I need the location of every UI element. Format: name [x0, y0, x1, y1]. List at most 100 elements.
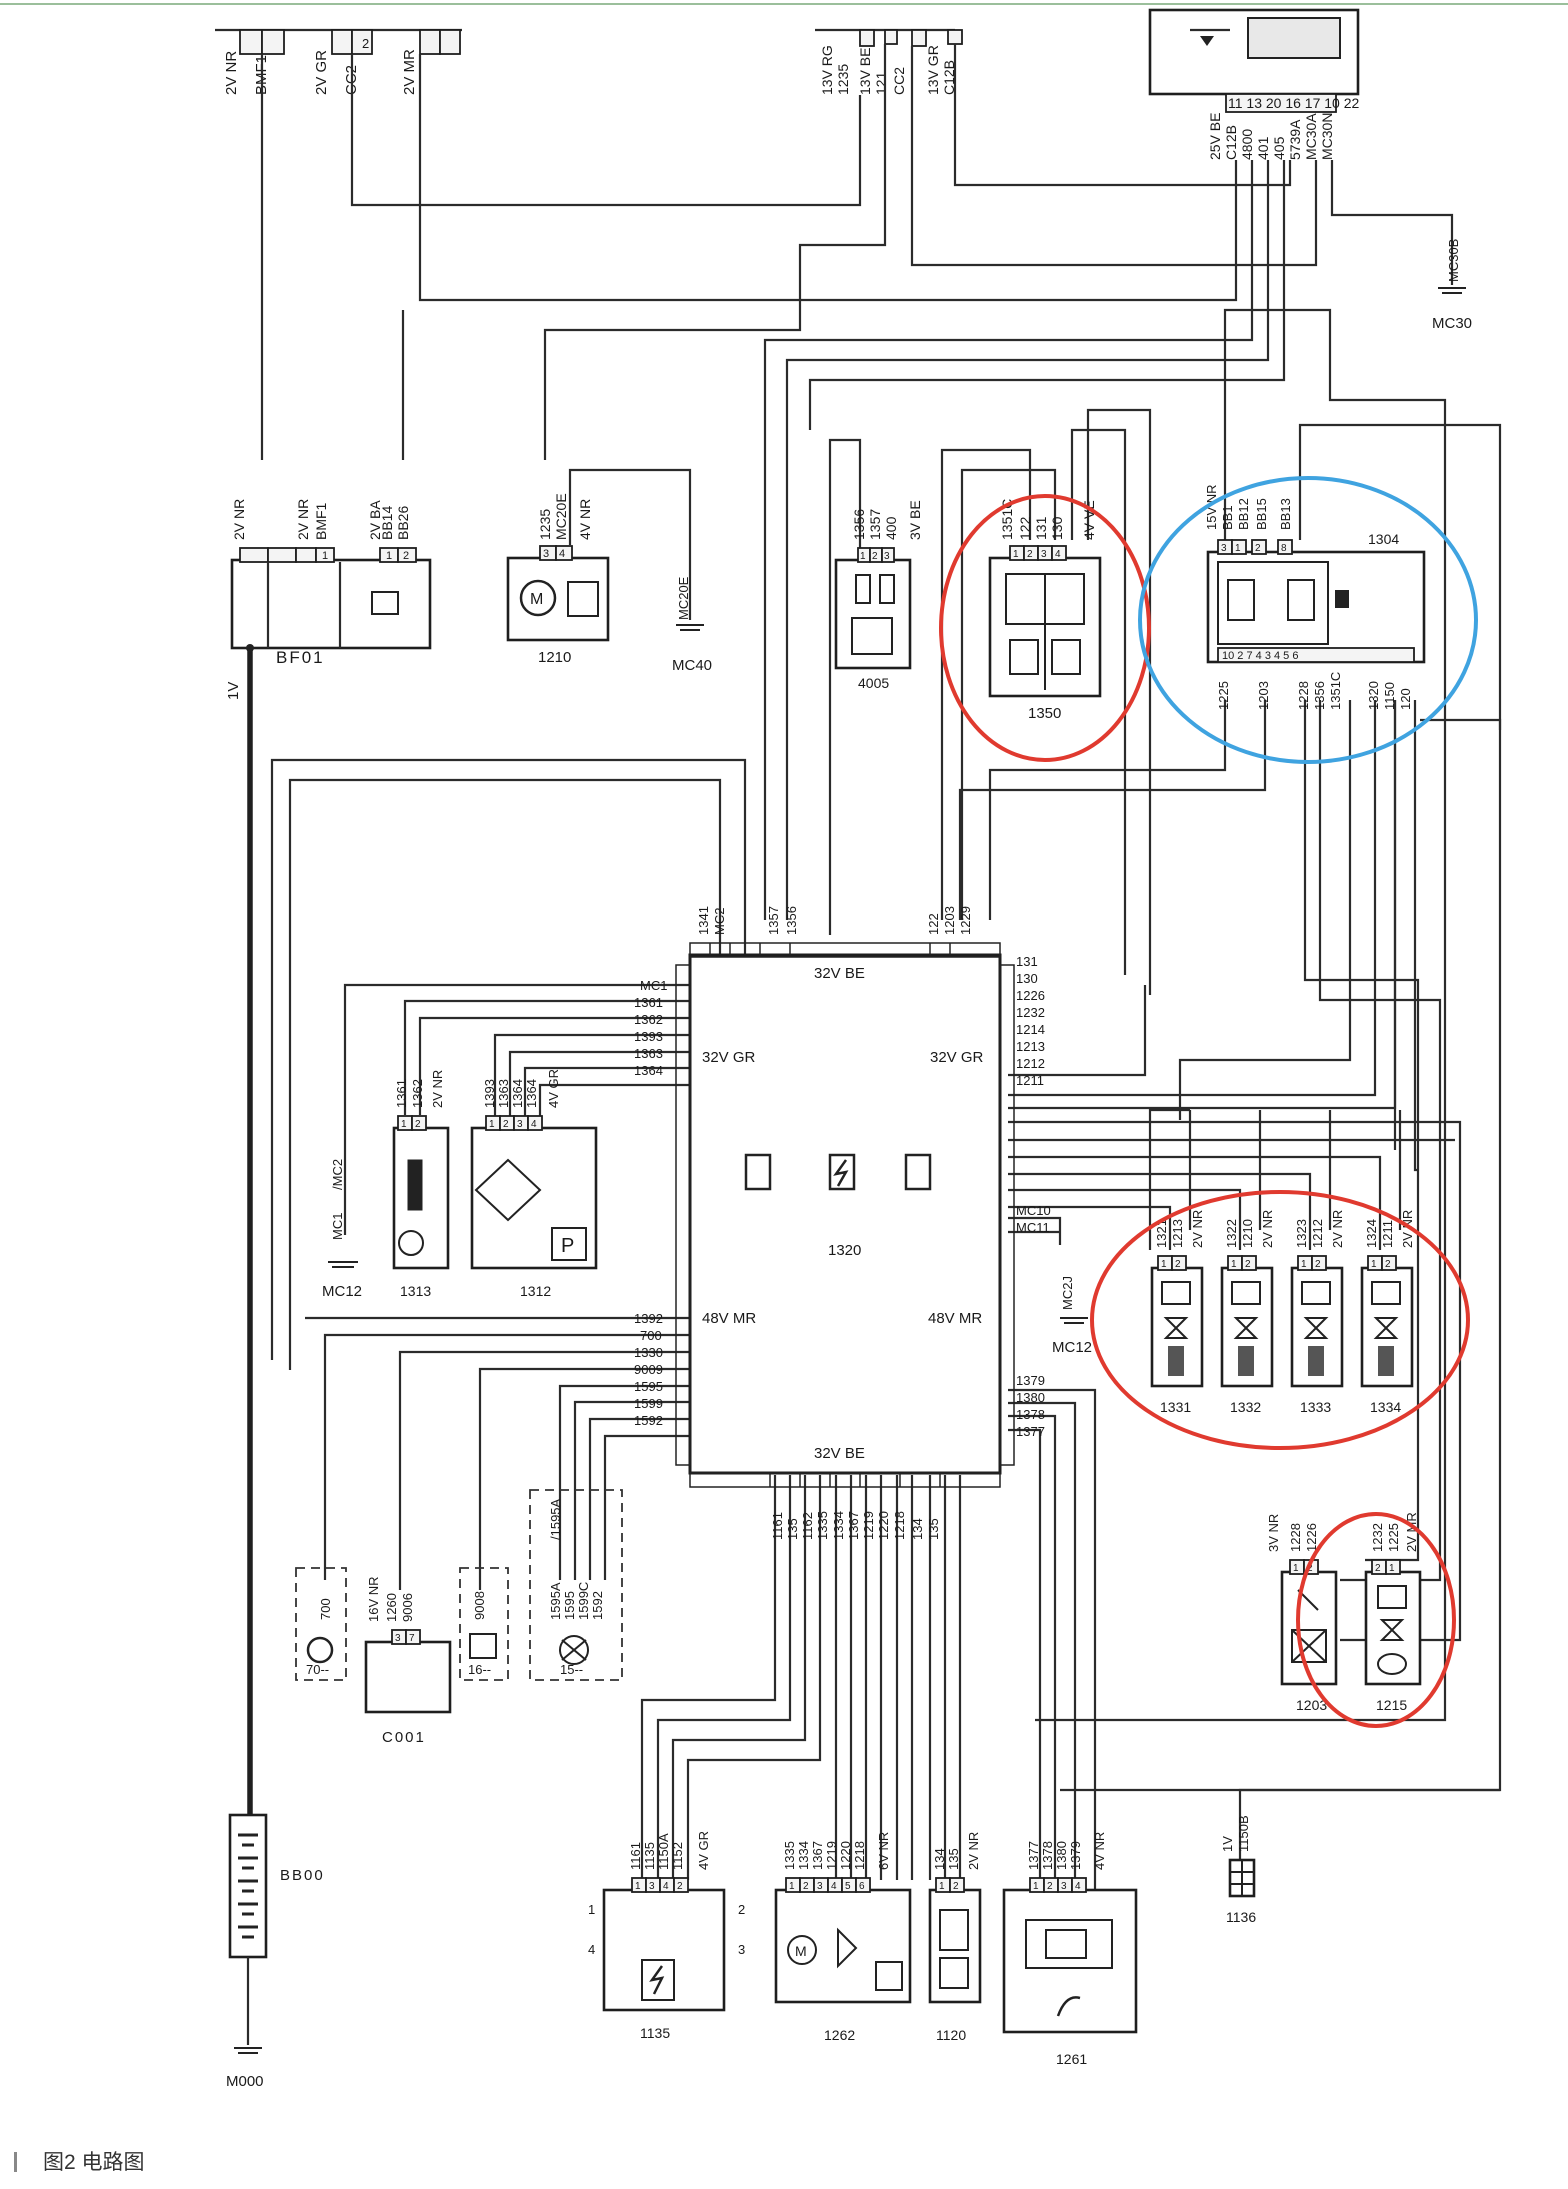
c15-wire-4: 1592 — [590, 1591, 605, 1620]
svg-text:3: 3 — [395, 1633, 401, 1644]
svg-text:MC30B: MC30B — [1446, 239, 1461, 282]
c15-id: 15-- — [560, 1662, 583, 1677]
svg-text:405: 405 — [1271, 136, 1287, 160]
c1331-wire-2: 1213 — [1170, 1219, 1185, 1248]
ecu-bottom-wire-2: 135 — [785, 1518, 800, 1540]
c1262-wire-1: 1335 — [782, 1841, 797, 1870]
top-conn-wire-7: C12B — [941, 60, 957, 95]
c1304-top-wire-4: BB13 — [1278, 498, 1293, 530]
svg-text:C12B: C12B — [1223, 125, 1239, 160]
c1312-header: 4V GR — [546, 1069, 561, 1108]
svg-text:2V NR: 2V NR — [295, 499, 311, 540]
c1313-id: 1313 — [400, 1283, 431, 1299]
c1135-side-pin-4: 4 — [588, 1942, 595, 1957]
c1120-id: 1120 — [936, 2027, 966, 2043]
ecu-top-label: 32V BE — [814, 965, 865, 982]
ecu-bottom-wire-9: 1218 — [892, 1511, 907, 1540]
component-15: 15-- 1595A /1595A 1595 1599C 1592 — [529, 1489, 623, 1681]
svg-text:1: 1 — [1033, 1881, 1039, 1892]
c1203-id: 1203 — [1296, 1697, 1327, 1713]
c16-id: 16-- — [468, 1662, 491, 1677]
c1350-id: 1350 — [1028, 705, 1061, 722]
top-conn-label-7: 13V GR — [925, 45, 941, 95]
c1350-wire-4: 130 — [1049, 516, 1065, 540]
svg-text:2: 2 — [1385, 1259, 1391, 1270]
svg-text:3: 3 — [517, 1119, 523, 1130]
c1135-header: 4V GR — [696, 1831, 711, 1870]
top-conn-label-1: 2V NR — [223, 51, 240, 95]
svg-text:1: 1 — [1161, 1259, 1167, 1270]
svg-text:MC30A: MC30A — [1303, 113, 1319, 160]
c1215-wire-2: 1225 — [1386, 1523, 1401, 1552]
bf01-id: BF01 — [276, 648, 325, 667]
c4005-wire-1: 1356 — [851, 509, 867, 540]
valve-icon — [1163, 1317, 1189, 1339]
top-conn-label-6: CC2 — [891, 67, 907, 95]
c1215-wire-1: 1232 — [1370, 1523, 1385, 1552]
c1350-wire-2: 122 — [1017, 516, 1033, 540]
ecu-top-wire-7: 1229 — [958, 906, 973, 935]
c1313-header: 2V NR — [430, 1070, 445, 1108]
ecu-bottom-wire-4: 1335 — [815, 1511, 830, 1540]
c001-wire-2: 9006 — [400, 1593, 415, 1622]
c1261-wire-2: 1378 — [1040, 1841, 1055, 1870]
c1304-bottom-wire-6: 1320 — [1366, 681, 1381, 710]
component-1210: 3 4 M 1210 1235 MC20E 4V NR — [506, 493, 610, 666]
ecu-top-wire-4: 1356 — [784, 906, 799, 935]
svg-text:MC2J: MC2J — [1060, 1276, 1075, 1310]
relay-icon — [1291, 1629, 1327, 1663]
bf01-subpin: BB14 — [379, 506, 395, 540]
ecu-right-mid-wire-1: MC10 — [1016, 1203, 1051, 1218]
c1304-bottom-wire-1: 1225 — [1216, 681, 1231, 710]
c1210-id: 1210 — [538, 649, 571, 666]
c1333-wire-1: 1323 — [1294, 1219, 1309, 1248]
svg-text:1: 1 — [1293, 1563, 1299, 1574]
svg-text:4800: 4800 — [1239, 129, 1255, 160]
c15-wire-2: 1595 — [562, 1591, 577, 1620]
ecu-left-lower-wire-7: 1592 — [634, 1413, 663, 1428]
ecu-bottom-wire-8: 1220 — [876, 1511, 891, 1540]
component-1136: 1136 1V 1150B — [1220, 1815, 1256, 1925]
svg-text:2: 2 — [1255, 543, 1261, 554]
c1304-bottom-wire-3: 1228 — [1296, 681, 1311, 710]
c1312-wire-4: 1364 — [524, 1079, 539, 1108]
svg-text:4: 4 — [831, 1881, 837, 1892]
component-bb00: BB00 M000 — [226, 1813, 325, 2090]
bb00-id: BB00 — [280, 1867, 325, 1884]
svg-text:3: 3 — [1061, 1881, 1067, 1892]
c1135-side-pin-1: 1 — [588, 1902, 595, 1917]
c1210-wire-2: MC20E — [553, 493, 569, 540]
svg-text:MC12: MC12 — [1052, 1339, 1092, 1356]
bf01-subheader: 2V BA — [367, 500, 383, 540]
c1203-wire-2: 1226 — [1304, 1523, 1319, 1552]
svg-text:MC20E: MC20E — [676, 576, 691, 620]
amplifier-icon — [837, 1927, 858, 1969]
motor-icon — [787, 1935, 817, 1965]
ecu-left-lower-wire-4: 9009 — [634, 1362, 663, 1377]
ecu-bottom-wire-6: 1367 — [846, 1511, 861, 1540]
supply-label: 1V — [225, 682, 242, 700]
c1203-wire-1: 1228 — [1288, 1523, 1303, 1552]
c1262-wire-2: 1334 — [796, 1841, 811, 1870]
c1210-wire-1: 1235 — [537, 509, 553, 540]
coil-icon — [407, 1159, 423, 1211]
c1262-header: 6V NR — [876, 1832, 891, 1870]
c001-header: 16V NR — [366, 1576, 381, 1622]
sensor-icon — [469, 1633, 497, 1659]
figure-caption: 图2 电路图 — [14, 2146, 145, 2176]
c1313-wire-2: 1362 — [410, 1079, 425, 1108]
knock-sensor-icon — [939, 1909, 969, 1951]
svg-text:8: 8 — [1281, 543, 1287, 554]
relay-unit-top: 11 13 20 16 17 10 22 25V BE C12B 4800 40… — [1148, 8, 1360, 160]
pedal-icon — [1056, 1996, 1081, 2017]
c001-wire-1: 1260 — [384, 1593, 399, 1622]
valve-icon — [1373, 1317, 1399, 1339]
svg-text:2: 2 — [1245, 1259, 1251, 1270]
svg-text:1: 1 — [489, 1119, 495, 1130]
ground-mc12-left: MC1 /MC2 MC12 — [322, 1159, 362, 1300]
